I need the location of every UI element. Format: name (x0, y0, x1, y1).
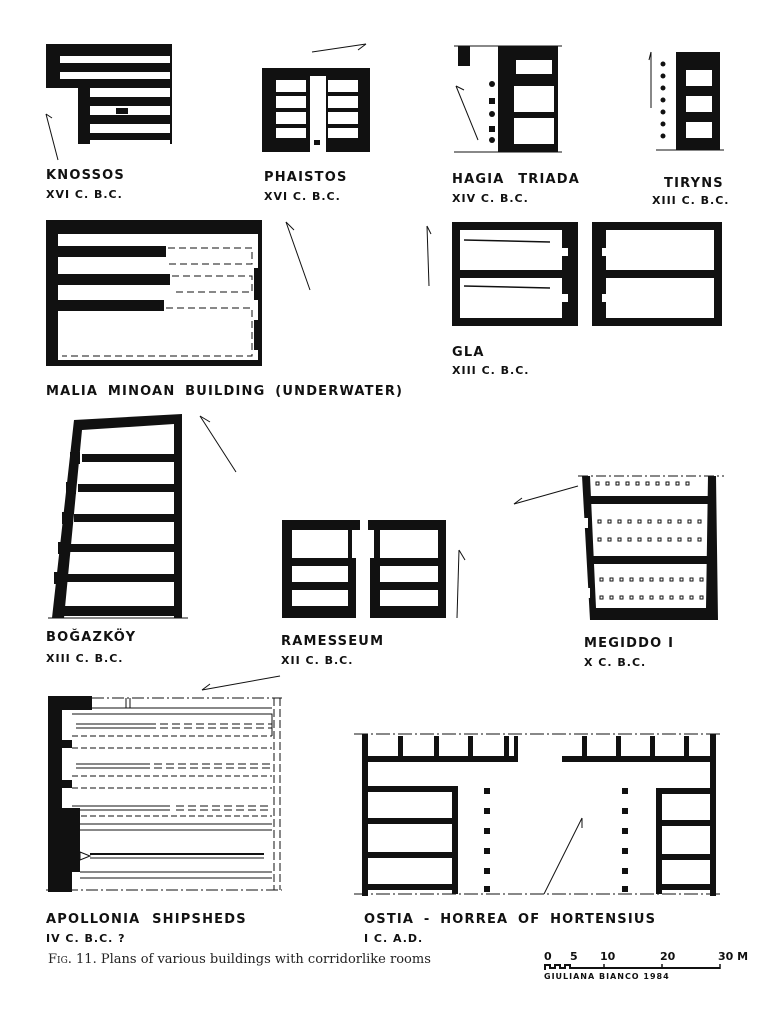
plan-date-bogazkoy: XIII C. B.C. (46, 652, 124, 665)
knossos-plan (46, 44, 172, 144)
north-arrow-icon (199, 415, 237, 473)
plan-title-apollonia: APOLLONIA SHIPSHEDS (46, 912, 247, 927)
plan-date-phaistos: XVI C. B.C. (264, 190, 341, 203)
plan-title-ostia: OSTIA - HORREA OF HORTENSIUS (364, 912, 657, 927)
north-arrow-icon (285, 221, 311, 291)
drawing-credit: GIULIANA BIANCO 1984 (544, 972, 670, 981)
figure-number: Fig. 11. (48, 952, 97, 967)
apollonia-plan (46, 696, 282, 892)
gla-plan (452, 222, 722, 326)
plan-date-tiryns: XIII C. B.C. (652, 194, 730, 207)
north-arrow-icon (201, 675, 281, 691)
plan-date-knossos: XVI C. B.C. (46, 188, 123, 201)
plan-date-ostia: I C. A.D. (364, 932, 424, 945)
megiddo-plan (578, 475, 724, 620)
north-arrow-icon (455, 85, 479, 141)
malia-plan (46, 220, 262, 366)
plan-title-ramesseum: RAMESSEUM (281, 634, 385, 649)
bogazkoy-plan (48, 414, 188, 619)
scale-tick-10: 10 (600, 950, 616, 963)
north-arrow-icon (543, 817, 583, 895)
north-arrow-icon (513, 485, 579, 505)
scale-bar-graphic (544, 964, 721, 970)
plan-title-phaistos: PHAISTOS (264, 170, 348, 185)
plan-title-hagia-triada: HAGIA TRIADA (452, 172, 581, 187)
scale-tick-30: 30 M (718, 950, 749, 963)
ramesseum-plan (282, 520, 446, 618)
plan-title-malia: MALIA MINOAN BUILDING (UNDERWATER) (46, 384, 404, 399)
phaistos-plan (262, 68, 370, 152)
north-arrow-icon (648, 51, 652, 108)
north-arrow-icon (426, 225, 432, 287)
plan-title-megiddo: MEGIDDO I (584, 636, 675, 651)
north-arrow-icon (456, 549, 466, 619)
scale-tick-0: 0 (544, 950, 552, 963)
north-arrow-icon (45, 113, 59, 161)
hagia-triada-plan (454, 45, 562, 153)
figure-caption-text: Plans of various buildings with corridor… (100, 952, 431, 967)
scale-tick-5: 5 (570, 950, 578, 963)
plan-title-knossos: KNOSSOS (46, 168, 125, 183)
tiryns-plan (656, 52, 724, 151)
plan-date-hagia-triada: XIV C. B.C. (452, 192, 529, 205)
scale-tick-20: 20 (660, 950, 676, 963)
plan-date-ramesseum: XII C. B.C. (281, 654, 354, 667)
figure-caption: Fig. 11. Plans of various buildings with… (48, 952, 431, 967)
plan-title-gla: GLA (452, 345, 485, 360)
plan-title-tiryns: TIRYNS (664, 176, 724, 191)
north-arrow-icon (311, 43, 367, 53)
plan-date-apollonia: IV C. B.C. ? (46, 932, 126, 945)
plan-title-bogazkoy: BOĞAZKÖY (46, 630, 137, 645)
ostia-plan (354, 733, 722, 896)
plan-date-megiddo: X C. B.C. (584, 656, 647, 669)
plan-date-gla: XIII C. B.C. (452, 364, 530, 377)
